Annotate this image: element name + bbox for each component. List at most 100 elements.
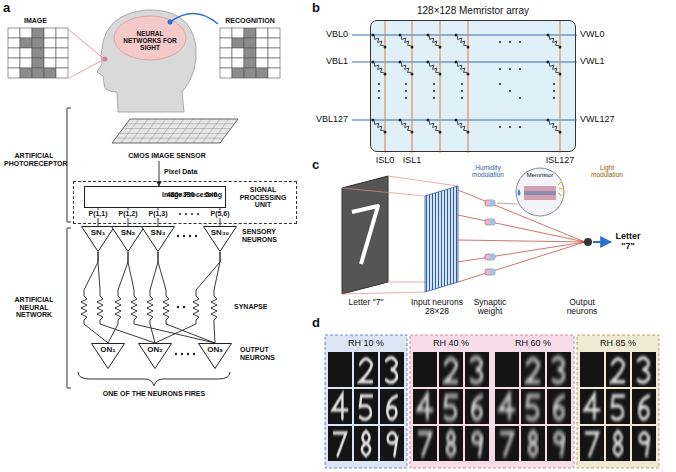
- shape: [458, 240, 585, 242]
- ellipsis-dot: [499, 126, 501, 128]
- junction-dot: [411, 73, 414, 76]
- digit-tile: [495, 426, 519, 461]
- shape: [342, 292, 425, 294]
- light-ray: [69, 30, 103, 58]
- memristor-symbol: [548, 120, 560, 132]
- shape: [195, 235, 197, 237]
- junction-dot: [439, 73, 442, 76]
- link-dot: [168, 20, 173, 25]
- pixel-cell: [8, 58, 20, 68]
- neuron-triangle: [199, 344, 232, 369]
- pixel-cell: [268, 28, 280, 38]
- node-label: CMOS IMAGE SENSOR: [92, 152, 242, 160]
- bit-line: [352, 120, 577, 121]
- digit-stroke: [585, 394, 599, 419]
- digit-tile: [465, 352, 489, 387]
- digit-tile: [354, 426, 378, 461]
- digit-tile: [354, 389, 378, 424]
- pixel-cell: [220, 28, 232, 38]
- digit-image: [419, 433, 431, 456]
- digit-stroke: [614, 431, 622, 456]
- shape: [490, 269, 495, 275]
- digit-tile: [580, 389, 604, 424]
- junction-dot: [467, 73, 470, 76]
- digit-stroke: [500, 394, 514, 419]
- digit-image: [640, 433, 649, 456]
- junction-dot: [372, 61, 375, 64]
- image-sensor: CMOS IMAGE SENSOR: [92, 117, 242, 161]
- digit-tile: [632, 389, 656, 424]
- pixel-cell: [220, 58, 232, 68]
- stroke: [139, 119, 157, 143]
- ellipsis-dot: [433, 90, 435, 92]
- shape: [458, 242, 585, 262]
- digit-stroke: [638, 358, 649, 383]
- digit-image: [472, 396, 482, 419]
- shape: [485, 269, 495, 275]
- digit-tile: [380, 389, 404, 424]
- node-label: RH 40 %: [412, 335, 490, 349]
- shape: [177, 235, 179, 237]
- digit-tile: [606, 426, 630, 461]
- bracket-label: ARTIFICIAL NEURAL NETWORK: [4, 296, 64, 319]
- digit-stroke: [339, 357, 341, 382]
- shape: [191, 213, 193, 215]
- pixel-cell: [256, 38, 268, 48]
- connector: [81, 252, 108, 343]
- memristor-symbol: [373, 120, 385, 132]
- junction-dot: [547, 119, 550, 122]
- current-label: ISL0: [376, 156, 395, 166]
- digit-tile: [328, 352, 352, 387]
- digit-tile: [521, 389, 545, 424]
- digit-image: [639, 396, 649, 419]
- pixel-cell: [8, 38, 20, 48]
- pixel-label: P(5,6): [209, 210, 230, 218]
- panel-ground: [325, 335, 407, 468]
- digit-stroke: [447, 431, 455, 456]
- ellipsis-dot: [378, 97, 380, 99]
- output-neuron: ON₉: [198, 343, 232, 369]
- result-label: Letter "7": [611, 232, 645, 252]
- node-label: SN₂: [111, 226, 145, 238]
- digit-image: [362, 431, 370, 456]
- digit-image: [614, 431, 622, 456]
- inset-circle: [516, 168, 564, 216]
- digit-tile: [380, 352, 404, 387]
- layer-label: SYNAPSE: [234, 303, 267, 311]
- digit-tile: [632, 352, 656, 387]
- stroke: [116, 138, 224, 139]
- ellipsis-dot: [553, 97, 555, 99]
- digit-stroke: [388, 433, 397, 456]
- digit-image: [612, 359, 624, 382]
- shape: [485, 200, 495, 206]
- ellipsis-dot: [499, 68, 501, 70]
- junction-dot: [455, 34, 458, 37]
- shape: [558, 181, 562, 185]
- memristor-layer: [524, 186, 556, 191]
- junction-dot: [384, 46, 387, 49]
- connector: [155, 252, 220, 343]
- digit-tile: [521, 426, 545, 461]
- digit-tile: [580, 426, 604, 461]
- humidity-panel: RH 60 %: [494, 335, 572, 468]
- digit-tile: [439, 426, 463, 461]
- current-label: ISL1: [403, 156, 422, 166]
- ellipsis-dot: [433, 83, 435, 85]
- digit-stroke: [419, 433, 431, 456]
- caption-label: Input neurons 28×28: [405, 298, 469, 317]
- bracket: [67, 108, 71, 222]
- pixel-cell: [220, 68, 232, 78]
- pixel-cell: [244, 68, 256, 78]
- stroke: [202, 119, 220, 143]
- junction-dot: [372, 34, 375, 37]
- caption-label: Output neurons: [554, 298, 610, 317]
- shape: [189, 235, 191, 237]
- process-box: 480×330 → 5×6Image Processing: [84, 186, 226, 208]
- junction-dot: [372, 119, 375, 122]
- pixel-cell: [20, 38, 32, 48]
- output-arrow: [593, 241, 611, 243]
- ellipsis-dot: [378, 83, 380, 85]
- digit-stroke: [362, 431, 370, 456]
- humidity-panel: RH 40 %: [412, 335, 490, 468]
- bit-line: [352, 35, 577, 36]
